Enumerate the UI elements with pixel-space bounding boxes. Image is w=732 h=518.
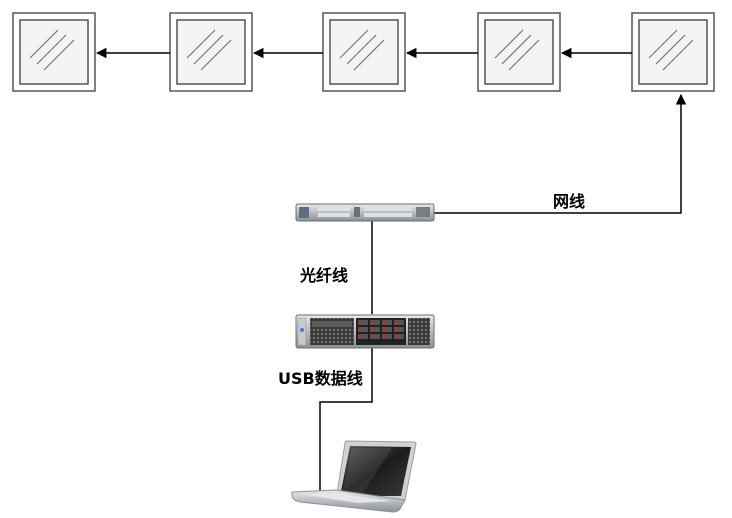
laptop xyxy=(291,440,417,513)
network-cable-label: 网线 xyxy=(553,192,585,211)
panel-2 xyxy=(169,12,253,92)
panel-3 xyxy=(322,12,406,92)
panel-4 xyxy=(477,12,561,92)
panel-5 xyxy=(631,12,715,92)
network-cable-line xyxy=(432,93,687,214)
usb-cable-label: USB数据线 xyxy=(278,369,363,388)
panel-1 xyxy=(12,12,96,92)
network-switch xyxy=(295,203,435,222)
fiber-cable-label: 光纤线 xyxy=(299,266,348,285)
rack-server xyxy=(295,314,435,349)
usb-cable-line xyxy=(319,347,373,492)
